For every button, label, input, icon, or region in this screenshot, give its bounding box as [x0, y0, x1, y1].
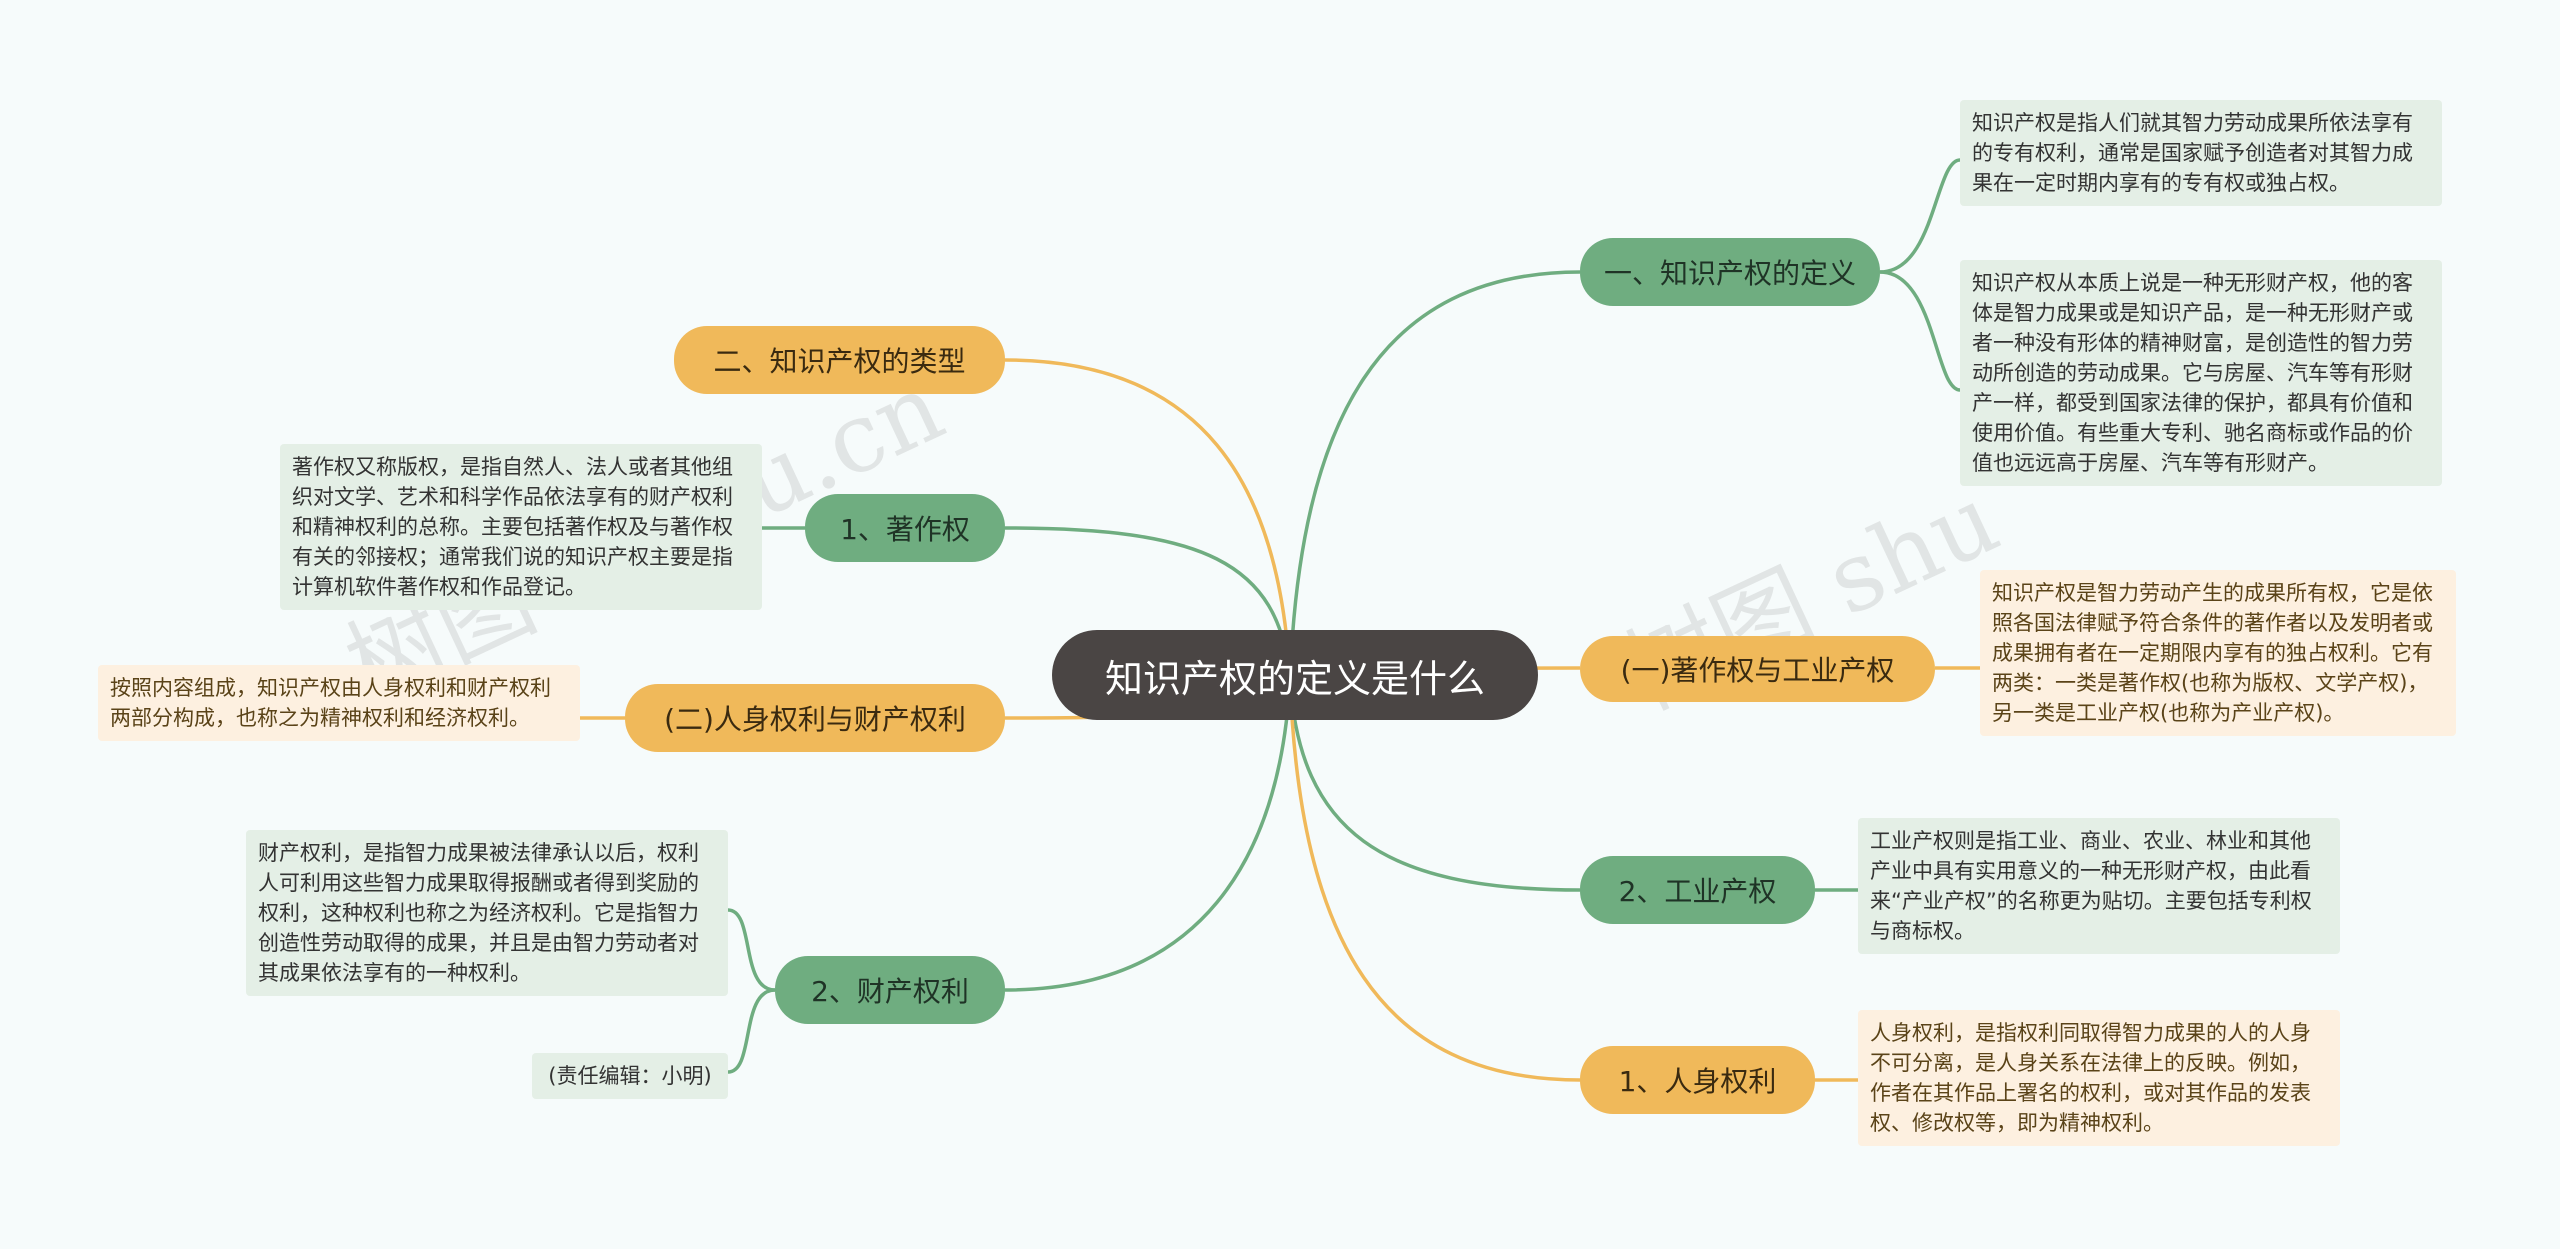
- branch-copyright-industrial[interactable]: (一)著作权与工业产权: [1580, 636, 1935, 702]
- note-copyright-industrial: 知识产权是智力劳动产生的成果所有权，它是依照各国法律赋予符合条件的著作者以及发明…: [1980, 570, 2456, 736]
- branch-copyright[interactable]: 1、著作权: [805, 494, 1005, 562]
- editor-credit: (责任编辑：小明): [532, 1053, 728, 1099]
- note-personal-rights: 人身权利，是指权利同取得智力成果的人的人身不可分离，是人身关系在法律上的反映。例…: [1858, 1010, 2340, 1146]
- branch-industrial-property[interactable]: 2、工业产权: [1580, 856, 1815, 924]
- branch-personal-property-rights[interactable]: (二)人身权利与财产权利: [625, 684, 1005, 752]
- note-industrial-property: 工业产权则是指工业、商业、农业、林业和其他产业中具有实用意义的一种无形财产权，由…: [1858, 818, 2340, 954]
- note-definition-1: 知识产权是指人们就其智力劳动成果所依法享有的专有权利，通常是国家赋予创造者对其智…: [1960, 100, 2442, 206]
- note-copyright: 著作权又称版权，是指自然人、法人或者其他组织对文学、艺术和科学作品依法享有的财产…: [280, 444, 762, 610]
- branch-property-rights[interactable]: 2、财产权利: [775, 956, 1005, 1024]
- branch-types[interactable]: 二、知识产权的类型: [674, 326, 1005, 394]
- note-definition-2: 知识产权从本质上说是一种无形财产权，他的客体是智力成果或是知识产品，是一种无形财…: [1960, 260, 2442, 486]
- branch-definition[interactable]: 一、知识产权的定义: [1580, 238, 1880, 306]
- note-personal-property-rights: 按照内容组成，知识产权由人身权利和财产权利两部分构成，也称之为精神权利和经济权利…: [98, 665, 580, 741]
- central-topic[interactable]: 知识产权的定义是什么: [1052, 630, 1538, 720]
- branch-personal-rights[interactable]: 1、人身权利: [1580, 1046, 1815, 1114]
- note-property-rights: 财产权利，是指智力成果被法律承认以后，权利人可利用这些智力成果取得报酬或者得到奖…: [246, 830, 728, 996]
